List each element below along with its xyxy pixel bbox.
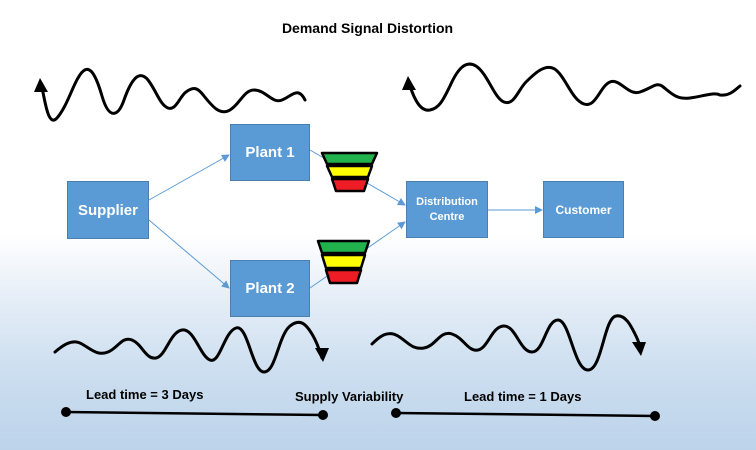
- lead-time-bar-left-start: [61, 407, 71, 417]
- wave-arrowhead-top-right: [402, 76, 416, 90]
- supply-variability-label: Supply Variability: [295, 389, 404, 404]
- lead-time-left-label: Lead time = 3 Days: [86, 387, 204, 402]
- node-supplier-label: Supplier: [77, 201, 138, 219]
- node-supplier: Supplier: [67, 181, 149, 239]
- wave-arrowhead-bottom-left: [315, 348, 329, 362]
- node-plant-2-label: Plant 2: [245, 280, 295, 297]
- arrow-supplier-plant1: [148, 154, 230, 201]
- supply-wave-bottom-left: [53, 320, 324, 374]
- node-customer-label: Customer: [555, 202, 612, 217]
- lead-time-bar-right-start: [391, 408, 401, 418]
- lead-time-right-label: Lead time = 1 Days: [464, 389, 582, 404]
- funnel-lower-green: [316, 239, 371, 255]
- node-customer: Customer: [543, 181, 624, 238]
- node-distribution-centre: Distribution Centre: [406, 181, 488, 238]
- inventory-funnel-icon-upper: [320, 151, 379, 193]
- arrow-supplier-plant2: [148, 219, 230, 289]
- funnel-upper-green: [320, 151, 379, 166]
- funnel-lower-yellow: [320, 253, 367, 270]
- demand-wave-top-right: [408, 62, 742, 112]
- lead-time-bar-left: [65, 410, 324, 417]
- funnel-upper-red: [330, 177, 370, 193]
- lead-time-bar-right: [395, 411, 656, 418]
- wave-arrowhead-top-left: [34, 78, 48, 92]
- node-distribution-centre-label: Distribution Centre: [416, 195, 478, 223]
- diagram-title: Demand Signal Distortion: [281, 20, 454, 36]
- funnel-upper-yellow: [325, 164, 374, 179]
- node-plant-1: Plant 1: [230, 124, 310, 181]
- node-plant-1-label: Plant 1: [245, 144, 295, 161]
- lead-time-bar-left-end: [318, 410, 328, 420]
- lead-time-bar-right-end: [650, 411, 660, 421]
- supply-wave-bottom-right: [370, 314, 642, 372]
- funnel-lower-red: [324, 268, 363, 285]
- wave-arrowhead-bottom-right: [632, 342, 646, 356]
- inventory-funnel-icon-lower: [316, 239, 371, 285]
- demand-wave-top-left: [40, 67, 307, 122]
- node-plant-2: Plant 2: [230, 260, 310, 317]
